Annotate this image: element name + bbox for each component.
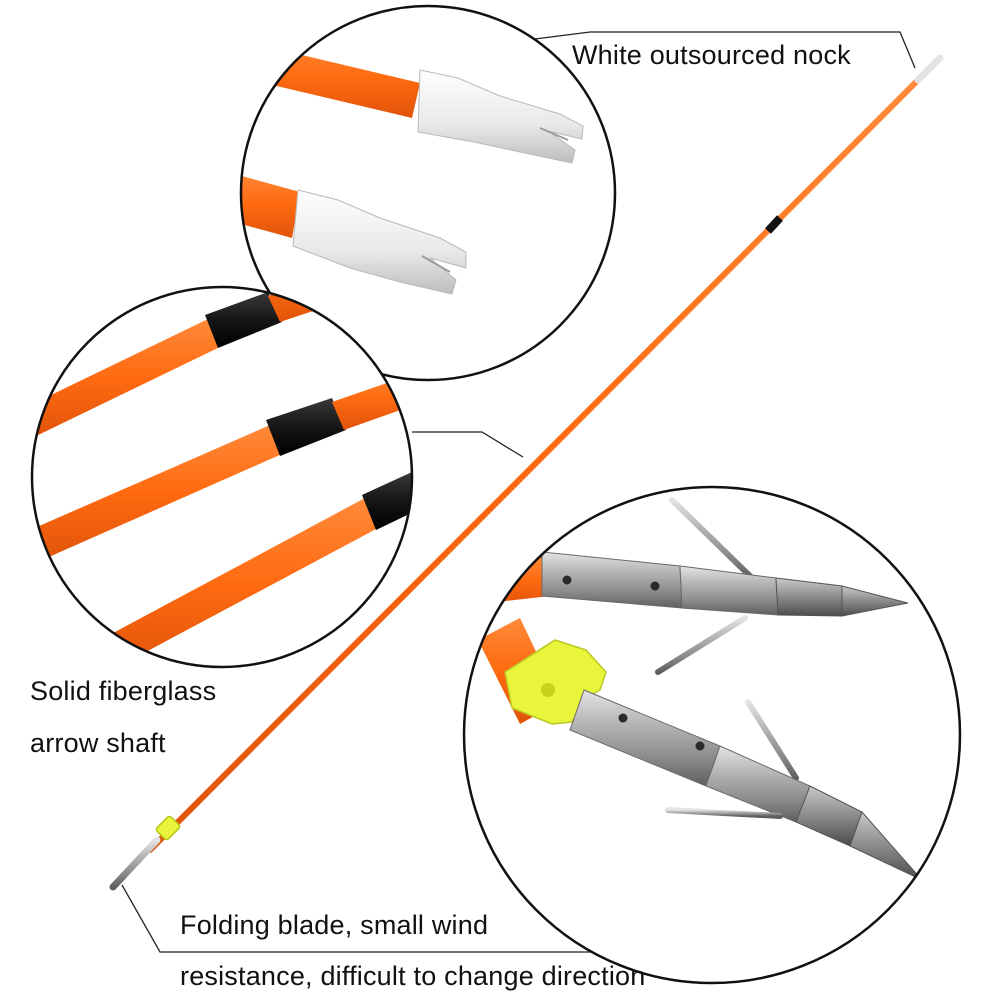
pin-hole xyxy=(650,581,660,591)
arrow-shaft xyxy=(147,65,933,853)
shaft-tape-band xyxy=(765,215,783,234)
pin-hole xyxy=(695,741,705,751)
nock-tip xyxy=(914,54,944,84)
arrow-point-small xyxy=(109,836,161,891)
blade-prong xyxy=(669,497,755,581)
zoom-circle-blade xyxy=(462,485,962,985)
collar-hole xyxy=(541,683,555,697)
shaft-segment xyxy=(100,498,378,667)
zoom-circle-nock xyxy=(239,4,617,382)
tape-band xyxy=(205,292,282,348)
blade-prong xyxy=(745,699,799,781)
label-blade-line2: resistance, difficult to change directio… xyxy=(180,961,646,991)
tape-band xyxy=(266,398,346,456)
shaft-segment xyxy=(332,368,412,430)
blade-prong xyxy=(655,615,748,675)
collar-small xyxy=(155,815,181,841)
label-shaft-line2: arrow shaft xyxy=(30,728,166,758)
main-arrow xyxy=(109,54,944,891)
shaft-segment xyxy=(241,170,300,238)
shaft-segment xyxy=(32,318,222,438)
blade-prong xyxy=(665,807,783,819)
leader-line-nock xyxy=(526,31,916,69)
pin-hole xyxy=(618,713,628,723)
label-blade-line1: Folding blade, small wind xyxy=(180,910,489,940)
leader-line-blade xyxy=(121,884,700,953)
shaft-segment xyxy=(32,425,282,560)
leader-line-shaft xyxy=(412,431,524,458)
label-nock: White outsourced nock xyxy=(572,40,851,70)
label-shaft-line1: Solid fiberglass xyxy=(30,676,217,706)
pin-hole xyxy=(562,575,572,585)
nock-lower xyxy=(292,189,467,295)
